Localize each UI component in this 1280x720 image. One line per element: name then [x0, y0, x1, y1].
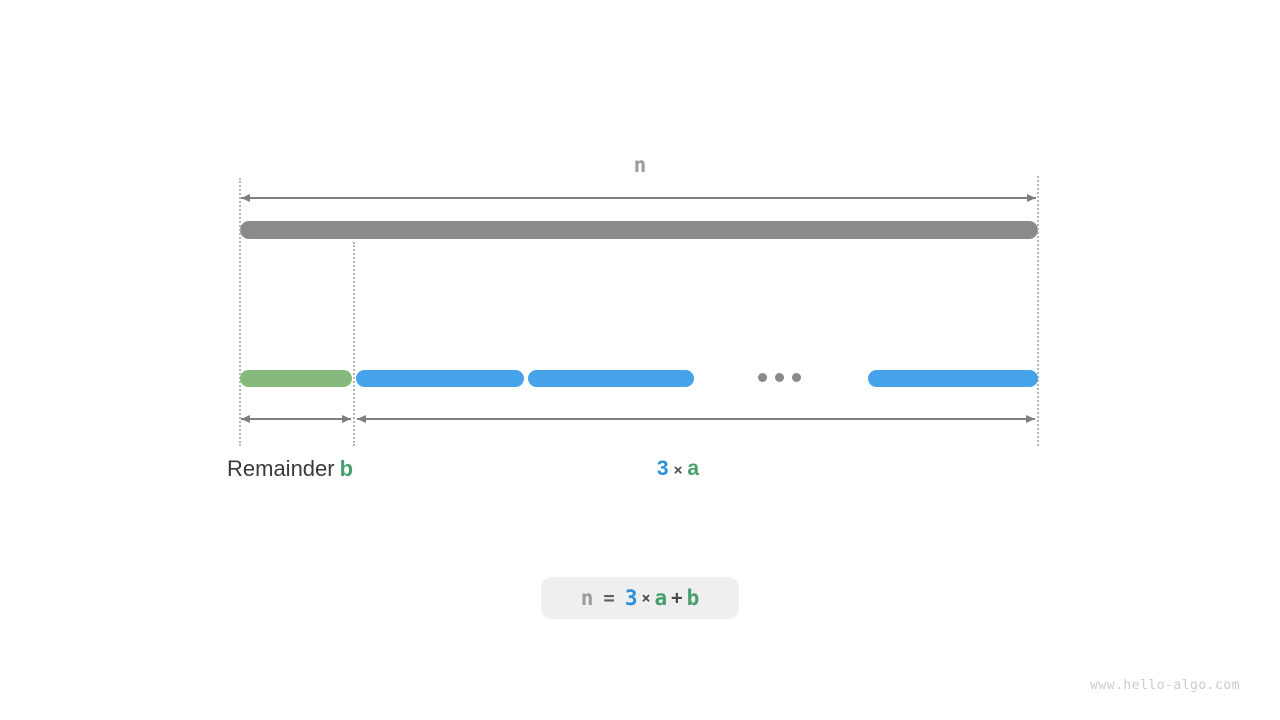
remainder-variable: b — [339, 456, 354, 481]
total-bar — [240, 221, 1038, 239]
dimension-arrow-multiple — [357, 415, 1035, 423]
ellipsis-dot — [792, 373, 801, 382]
guide-line-right — [1037, 176, 1039, 446]
dimension-arrow-remainder — [241, 415, 351, 423]
total-length-label: n — [633, 153, 647, 177]
guide-line-left — [239, 178, 241, 446]
ellipsis-dot — [775, 373, 784, 382]
dimension-arrow-n — [241, 194, 1036, 202]
multiple-label: 3×a — [608, 457, 748, 481]
guide-line-middle — [353, 242, 355, 446]
multiply-operator: × — [673, 462, 683, 479]
remainder-segment-bar — [240, 370, 352, 387]
ellipsis-dot — [758, 373, 767, 382]
watermark: www.hello-algo.com — [1090, 678, 1240, 693]
segment-a-bar-2 — [528, 370, 694, 387]
formula-n: n — [580, 586, 594, 610]
multiple-variable: a — [687, 457, 700, 480]
formula-times: × — [641, 589, 651, 607]
formula-equals: = — [603, 587, 615, 609]
formula-plus: + — [671, 587, 683, 609]
segment-a-bar-1 — [356, 370, 524, 387]
remainder-label-text: Remainder — [227, 456, 335, 481]
segment-a-bar-3 — [868, 370, 1038, 387]
formula-box: n = 3 × a + b — [541, 577, 739, 619]
formula-coefficient: 3 — [624, 586, 638, 610]
multiple-coefficient: 3 — [656, 457, 669, 480]
ellipsis-dots — [758, 373, 801, 382]
formula-var-a: a — [654, 586, 668, 610]
formula-var-b: b — [686, 586, 700, 610]
